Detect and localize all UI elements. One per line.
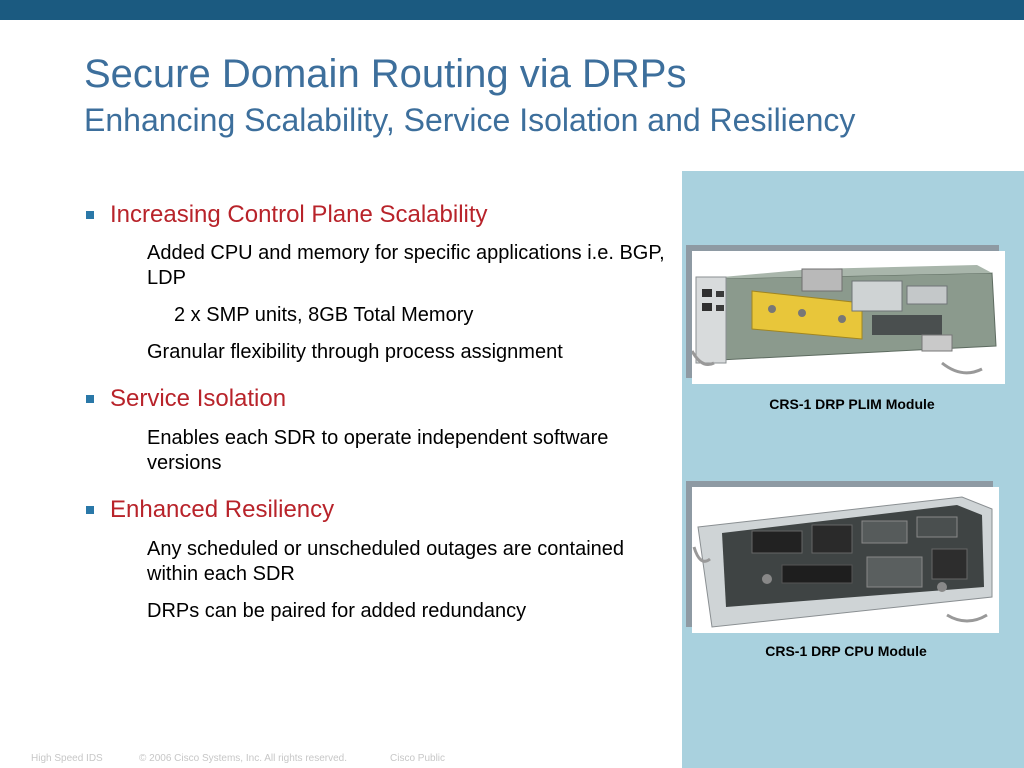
slide-title: Secure Domain Routing via DRPs: [84, 52, 687, 96]
sub-bullet: Added CPU and memory for specific applic…: [147, 242, 665, 289]
sub-sub-bullet: 2 x SMP units, 8GB Total Memory: [174, 304, 474, 326]
bullet-list: Increasing Control Plane Scalability Add…: [86, 200, 666, 624]
bullet-service-isolation: Service Isolation: [86, 384, 666, 414]
bullet-resiliency: Enhanced Resiliency: [86, 495, 666, 525]
cpu-module-illustration: [692, 496, 993, 628]
sub-bullet: Enables each SDR to operate independent …: [147, 427, 609, 474]
footer-left: High Speed IDS: [31, 753, 103, 764]
cpu-caption: CRS-1 DRP CPU Module: [765, 643, 927, 659]
plim-caption: CRS-1 DRP PLIM Module: [769, 396, 935, 412]
bullet-square-icon: [86, 395, 94, 403]
footer-copyright: © 2006 Cisco Systems, Inc. All rights re…: [139, 753, 348, 764]
plim-module-image: [692, 251, 1005, 384]
bullet-square-icon: [86, 506, 94, 514]
slide-subtitle: Enhancing Scalability, Service Isolation…: [84, 102, 856, 138]
bullet-text: Increasing Control Plane Scalability: [110, 201, 488, 228]
bullet-text: Enhanced Resiliency: [110, 496, 335, 523]
footer-classification: Cisco Public: [390, 753, 446, 764]
cpu-module-image: [692, 487, 999, 633]
plim-module-illustration: [692, 265, 997, 375]
sub-bullet: Granular flexibility through process ass…: [147, 341, 563, 363]
bullet-text: Service Isolation: [110, 385, 287, 412]
top-bar: [0, 0, 1024, 20]
bullet-square-icon: [86, 211, 94, 219]
sub-bullet: DRPs can be paired for added redundancy: [147, 600, 527, 622]
sub-bullet: Any scheduled or unscheduled outages are…: [147, 538, 625, 585]
bullet-control-plane: Increasing Control Plane Scalability: [86, 200, 666, 230]
